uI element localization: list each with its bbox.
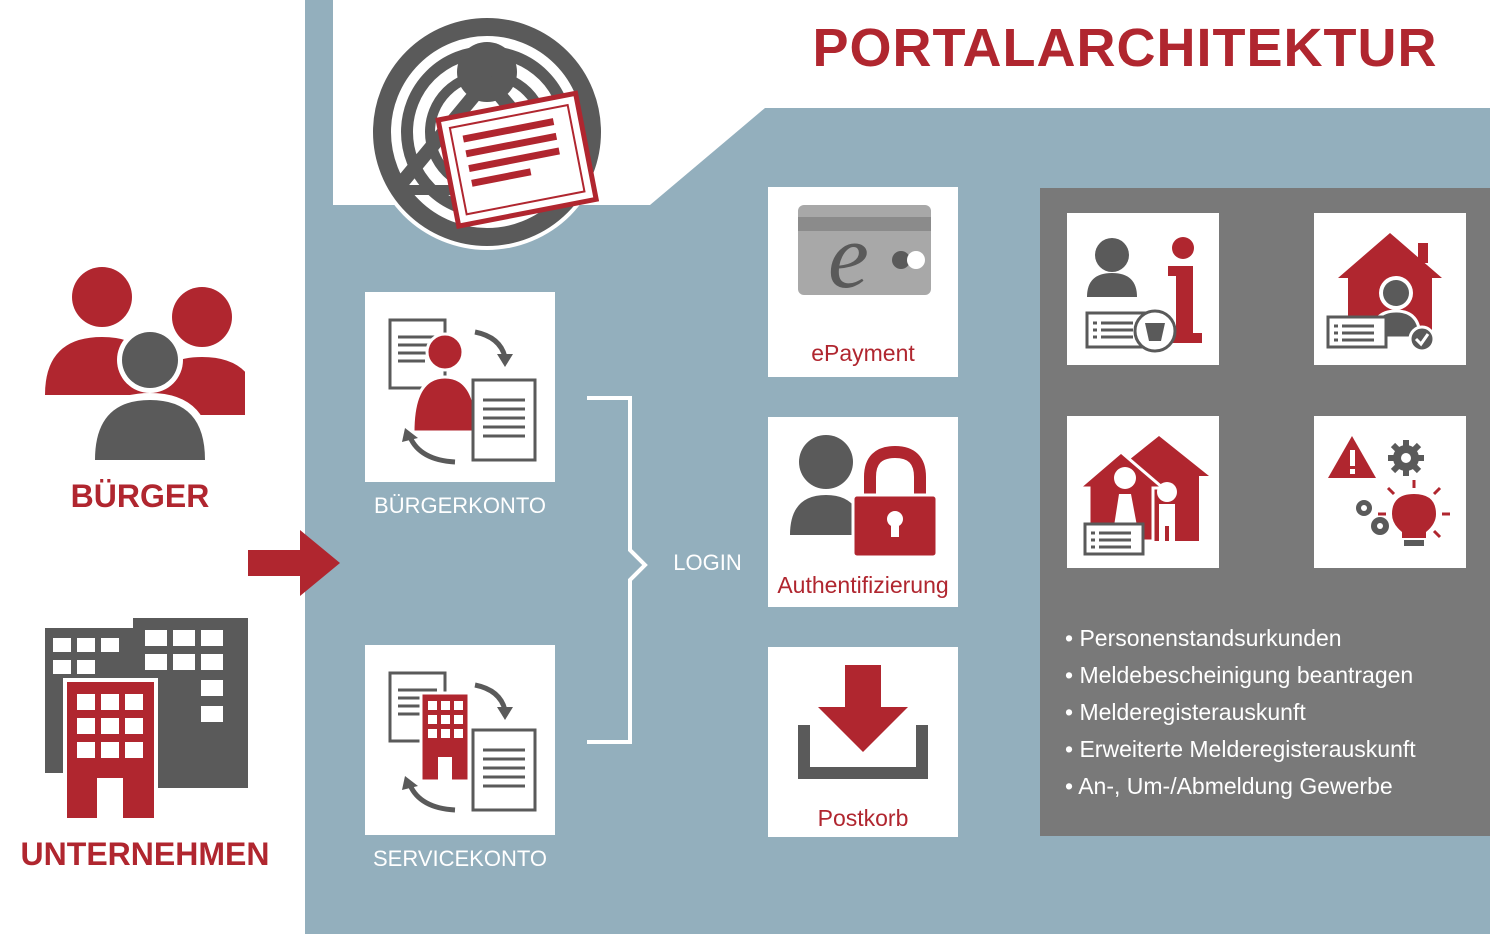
house-person-icon — [1326, 233, 1442, 353]
service-account-label: SERVICEKONTO — [372, 846, 547, 871]
buildings-icon — [45, 618, 250, 818]
login-bracket — [585, 395, 655, 745]
service-list: Personenstandsurkunden Meldebescheinigun… — [1065, 620, 1485, 805]
download-tray-icon — [798, 665, 928, 779]
citizen-account-tile[interactable] — [365, 292, 555, 482]
person-info-icon — [1085, 237, 1202, 353]
list-item[interactable]: Personenstandsurkunden — [1065, 620, 1485, 657]
auth-label: Authentifizierung — [777, 572, 949, 598]
user-lock-icon — [790, 435, 939, 559]
inbox-label: Postkorb — [817, 805, 909, 831]
civil-status-tile[interactable] — [1067, 213, 1219, 365]
login-label: LOGIN — [673, 550, 742, 575]
registration-cert-tile[interactable] — [1314, 213, 1466, 365]
payment-label: ePayment — [811, 340, 915, 366]
list-item[interactable]: Erweiterte Melderegisterauskunft — [1065, 731, 1485, 768]
trade-registration-tile[interactable] — [1314, 416, 1466, 568]
inbox-tile[interactable]: Postkorb — [768, 647, 958, 837]
warning-gears-bulb-icon — [1328, 436, 1450, 546]
business-label: UNTERNEHMEN — [20, 836, 270, 872]
service-account-tile[interactable] — [365, 645, 555, 835]
list-item[interactable]: Melderegisterauskunft — [1065, 694, 1485, 731]
family-house-icon — [1074, 436, 1209, 556]
svg-text:e: e — [828, 205, 869, 307]
page-title: PORTALARCHITEKTUR — [812, 18, 1438, 78]
payment-tile[interactable]: e ePayment — [768, 187, 958, 377]
arrow-right-icon — [245, 528, 345, 598]
list-item[interactable]: Meldebescheinigung beantragen — [1065, 657, 1485, 694]
credit-card-icon: e — [798, 205, 931, 307]
business-exchange-icon — [388, 671, 537, 813]
portal-document-icon — [365, 10, 610, 255]
citizen-label: BÜRGER — [70, 478, 210, 514]
citizen-account-label: BÜRGERKONTO — [374, 493, 546, 518]
register-info-tile[interactable] — [1067, 416, 1219, 568]
list-item[interactable]: An-, Um-/Abmeldung Gewerbe — [1065, 768, 1485, 805]
auth-tile[interactable]: Authentifizierung — [768, 417, 958, 607]
header-cutout — [333, 0, 1490, 205]
people-group-icon — [40, 265, 245, 460]
account-exchange-icon — [388, 318, 537, 465]
